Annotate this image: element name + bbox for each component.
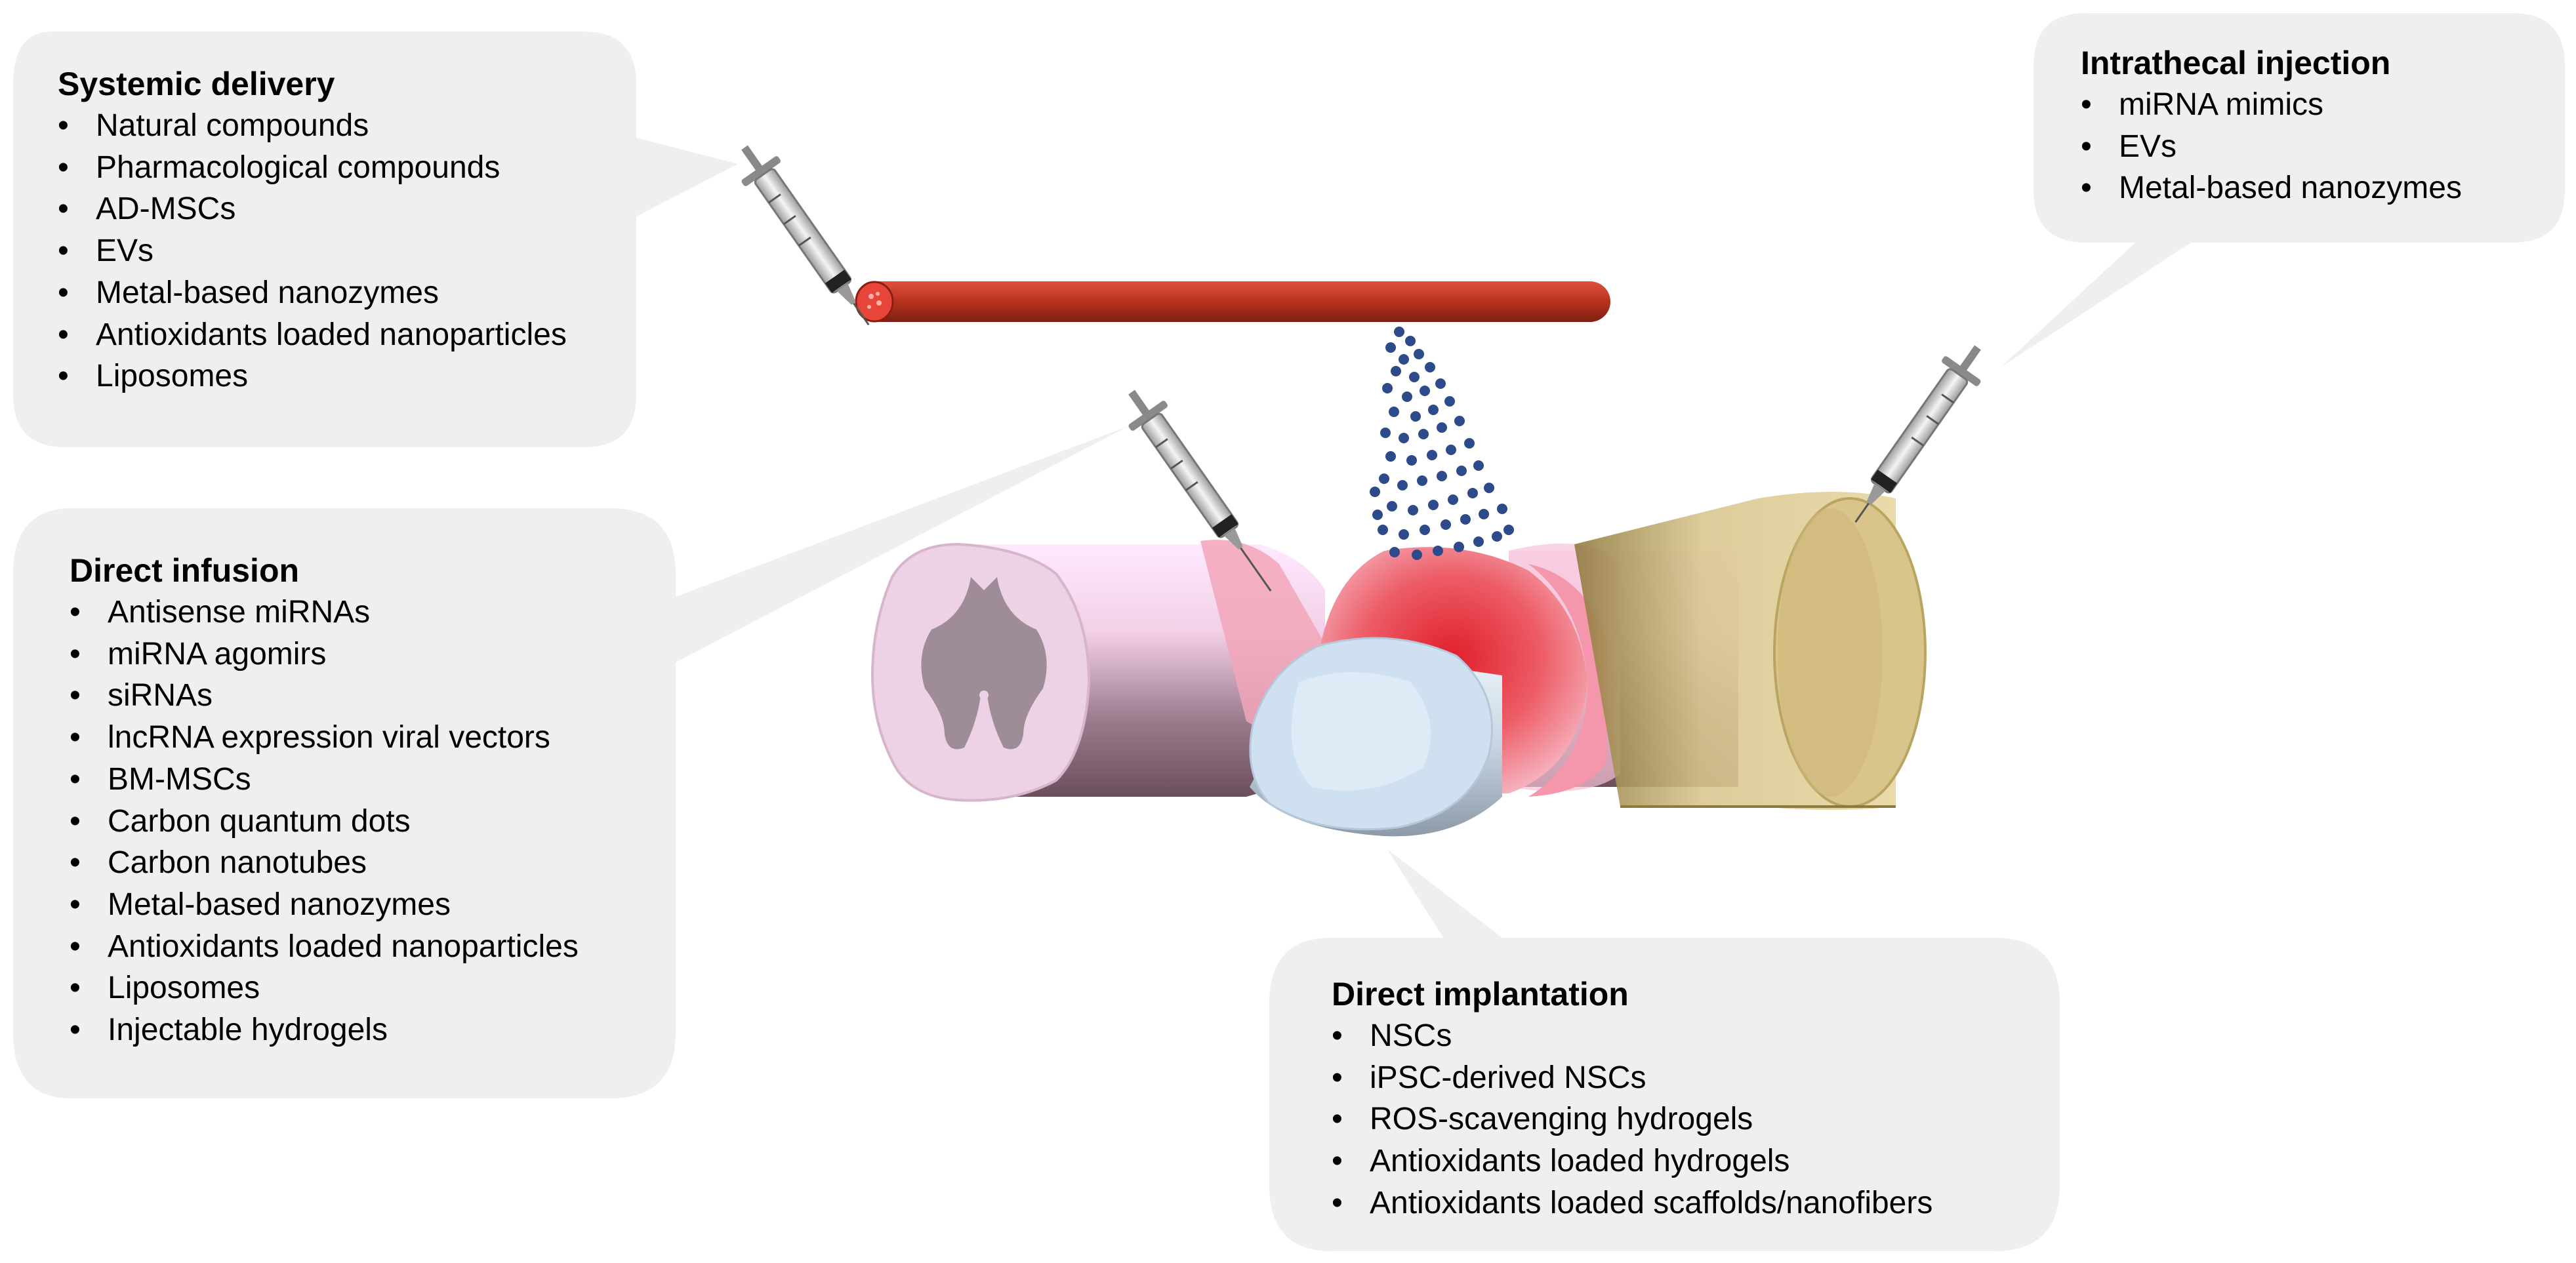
list-item: Injectable hydrogels [70, 1009, 579, 1051]
list-item: Metal-based nanozymes [70, 884, 579, 926]
grey-matter [921, 577, 1047, 750]
list-item: AD-MSCs [58, 188, 567, 230]
list-item: Pharmacological compounds [58, 147, 567, 189]
spinal-cord-left [870, 540, 1332, 802]
list-item: EVs [2081, 126, 2462, 168]
list-item: Carbon quantum dots [70, 801, 579, 843]
syringe-infusion-icon [1128, 390, 1272, 591]
list-item: Liposomes [70, 967, 579, 1009]
bullet-list: Natural compounds Pharmacological compou… [58, 105, 567, 397]
list-item: miRNA mimics [2081, 84, 2462, 126]
blood-vessel [855, 281, 1610, 323]
list-item: Antioxidants loaded scaffolds/nanofibers [1332, 1182, 1932, 1224]
callout-title: Direct implantation [1332, 976, 1629, 1012]
list-item: Metal-based nanozymes [2081, 167, 2462, 209]
syringe-systemic-icon [741, 145, 870, 326]
list-item: Carbon nanotubes [70, 842, 579, 884]
bullet-list: miRNA mimics EVs Metal-based nanozymes [2081, 84, 2462, 209]
list-item: Antisense miRNAs [70, 591, 579, 633]
bullet-list: Antisense miRNAs miRNA agomirs siRNAs ln… [70, 591, 579, 1051]
nerve-conduit [1574, 492, 1927, 810]
list-item: Antioxidants loaded nanoparticles [58, 314, 567, 356]
list-item: Antioxidants loaded hydrogels [1332, 1140, 1932, 1182]
list-item: BM-MSCs [70, 759, 579, 801]
nanoparticles [1370, 327, 1514, 560]
bullet-list: NSCs iPSC-derived NSCs ROS-scavenging hy… [1332, 1015, 1932, 1224]
callout-intrathecal-injection: Intrathecal injection miRNA mimics EVs M… [2081, 42, 2462, 209]
list-item: NSCs [1332, 1015, 1932, 1057]
list-item: ROS-scavenging hydrogels [1332, 1098, 1932, 1140]
list-item: Metal-based nanozymes [58, 272, 567, 314]
list-item: iPSC-derived NSCs [1332, 1057, 1932, 1099]
callout-title: Direct infusion [70, 552, 300, 589]
callout-systemic-delivery: Systemic delivery Natural compounds Phar… [58, 63, 567, 397]
hydrogel-implant [1249, 637, 1502, 837]
list-item: siRNAs [70, 675, 579, 717]
callout-direct-implantation: Direct implantation NSCs iPSC-derived NS… [1332, 973, 1932, 1224]
syringe-intrathecal-icon [1854, 345, 1981, 523]
list-item: Liposomes [58, 355, 567, 397]
list-item: Antioxidants loaded nanoparticles [70, 926, 579, 968]
callout-direct-infusion: Direct infusion Antisense miRNAs miRNA a… [70, 550, 579, 1051]
list-item: EVs [58, 230, 567, 272]
list-item: lncRNA expression viral vectors [70, 717, 579, 759]
list-item: miRNA agomirs [70, 633, 579, 675]
callout-title: Systemic delivery [58, 66, 335, 102]
list-item: Natural compounds [58, 105, 567, 147]
callout-title: Intrathecal injection [2081, 45, 2391, 81]
